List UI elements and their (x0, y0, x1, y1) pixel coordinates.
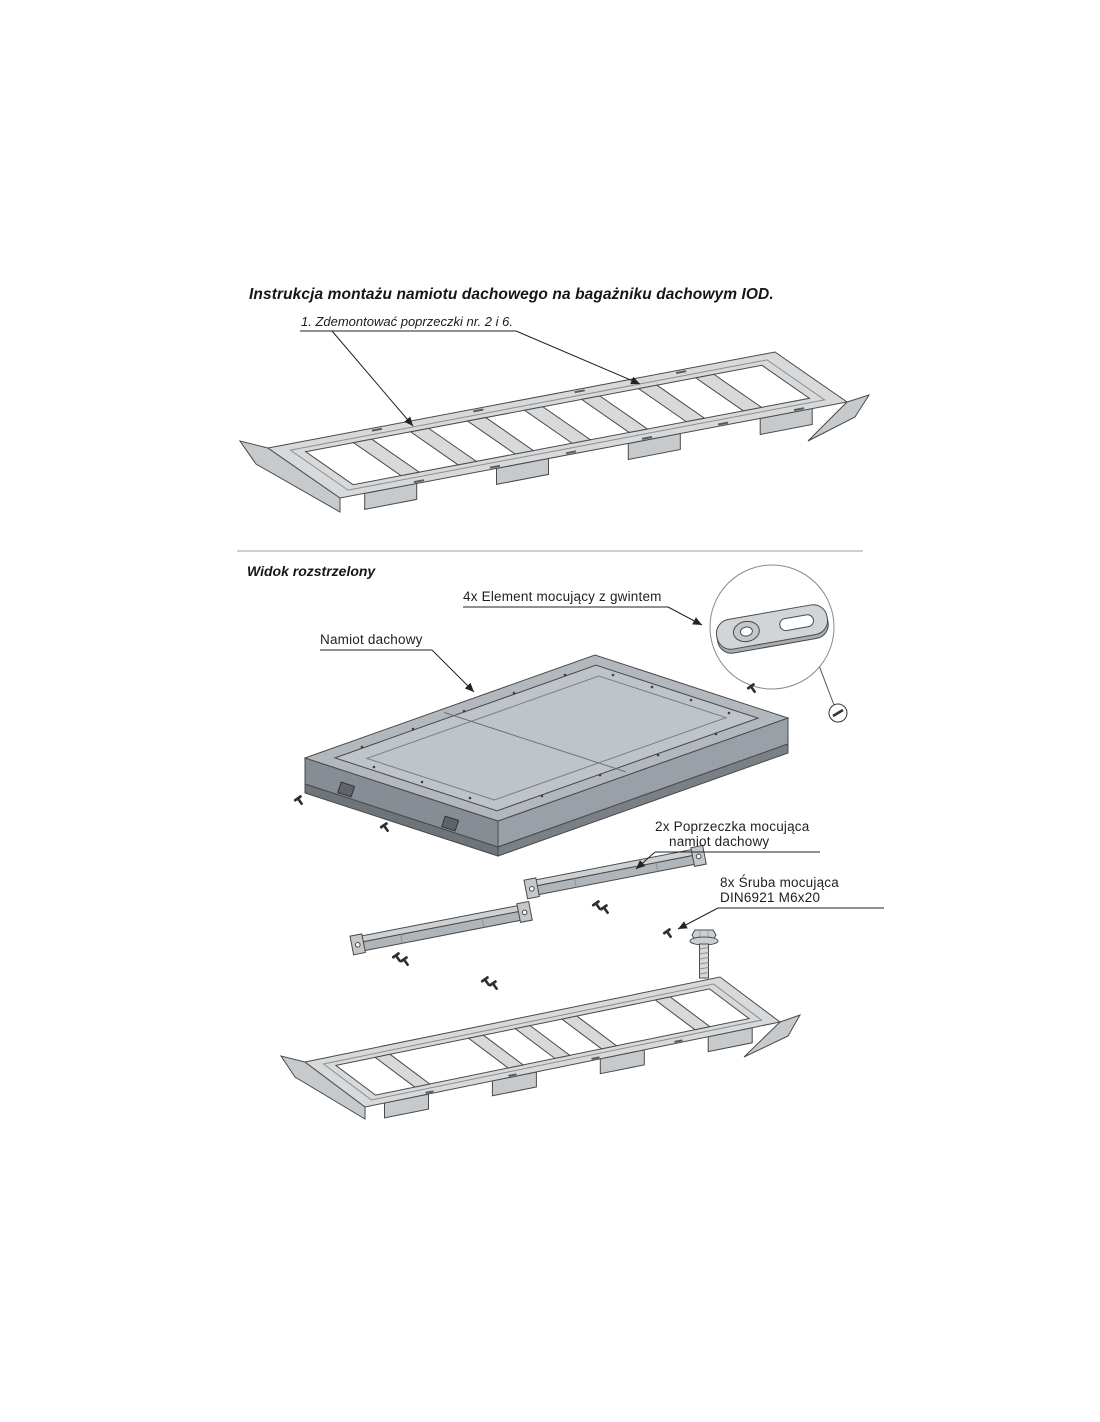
crossbar-b-drawing (349, 900, 533, 956)
rack-frame (305, 977, 780, 1107)
callout-crossbar: 2x Poprzeczka mocująca namiot dachowy (655, 819, 809, 849)
callout-screw-line2: DIN6921 M6x20 (720, 890, 821, 905)
rack-slot-marks (371, 370, 805, 484)
tent-right-baserim (497, 743, 789, 857)
bolt-drawing (689, 929, 719, 979)
section-divider (237, 550, 863, 552)
rack-right-endcap (743, 1014, 802, 1058)
callout-mounting-element: 4x Element mocujący z gwintem (463, 589, 662, 604)
callout-crossbar-line2: namiot dachowy (669, 834, 770, 849)
tent-rivet-dots (360, 673, 731, 800)
rack-feet (384, 1027, 753, 1119)
tent-latch-right (441, 815, 460, 832)
rack-frame (268, 352, 847, 498)
callout-screw-line1: 8x Śruba mocująca (720, 875, 839, 890)
roof-rack-bottom-drawing (281, 977, 800, 1119)
crossbar-a-drawing (523, 844, 707, 900)
slotted-fastener-detail (828, 703, 848, 723)
callout-screw: 8x Śruba mocująca DIN6921 M6x20 (720, 875, 839, 905)
rack-right-endcap (807, 394, 871, 442)
detail-leader-line (819, 666, 835, 706)
tent-drawing (305, 655, 788, 856)
exploded-view-title: Widok rozstrzelony (247, 563, 376, 579)
leader-lines (300, 330, 884, 930)
mounting-plate-drawing (715, 604, 829, 654)
tent-top-face (305, 655, 788, 821)
page-title: Instrukcja montażu namiotu dachowego na … (249, 286, 774, 303)
callout-roof-tent: Namiot dachowy (320, 632, 423, 647)
tent-latch-left (337, 781, 356, 798)
roof-rack-top-drawing (240, 352, 869, 512)
detail-circle (709, 564, 835, 690)
step-1-label: 1. Zdemontować poprzeczki nr. 2 i 6. (301, 314, 513, 329)
rack-slot-marks (425, 1039, 683, 1094)
callout-crossbar-line1: 2x Poprzeczka mocująca (655, 819, 810, 834)
